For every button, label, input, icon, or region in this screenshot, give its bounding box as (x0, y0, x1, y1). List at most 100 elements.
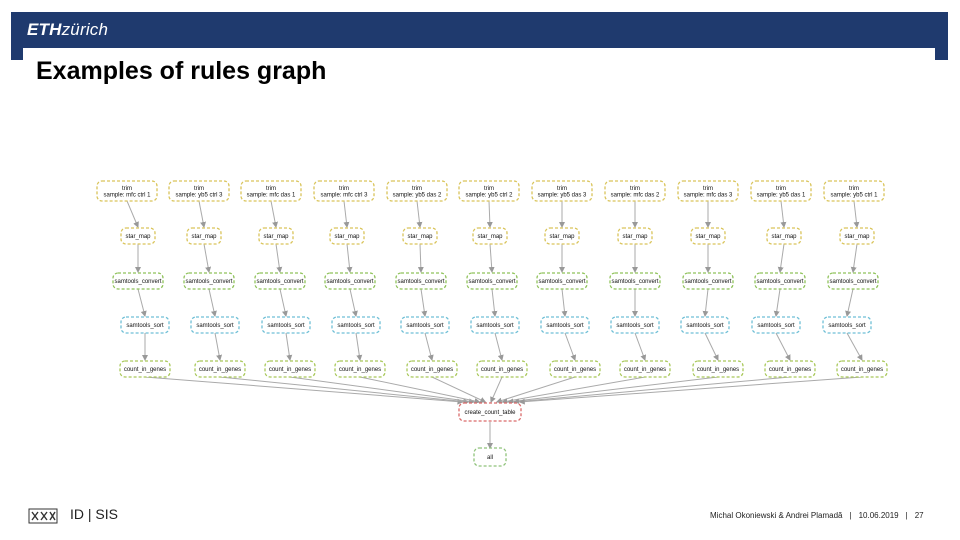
samtools-sort-node: samtools_sort (400, 316, 450, 334)
samtools-sort-node-label: samtools_sort (686, 323, 724, 329)
samtools-convert-node: samtools_convert (324, 272, 376, 290)
count-in-genes-node: count_in_genes (619, 360, 671, 378)
samtools-convert-node: samtools_convert (827, 272, 879, 290)
samtools-convert-node-label: samtools_convert (326, 279, 373, 285)
trim-node-label: trim (339, 186, 349, 192)
edge-count-create (490, 376, 503, 403)
footer-page-number: 27 (914, 511, 924, 520)
count-in-genes-node-label: count_in_genes (624, 367, 666, 373)
edge-samtools_sort (775, 332, 791, 361)
star-map-node: star_map (186, 227, 222, 245)
top-banner: ETHzürich (11, 12, 948, 48)
samtools-sort-node-box (470, 316, 520, 334)
samtools-convert-node: samtools_convert (254, 272, 306, 290)
edge-count-create (144, 376, 464, 405)
count-in-genes-node: count_in_genes (692, 360, 744, 378)
edge-count-create (359, 376, 481, 404)
edge-star_map (488, 243, 495, 273)
samtools-sort-node: samtools_sort (751, 316, 801, 334)
samtools-convert-node: samtools_convert (112, 272, 164, 290)
trim-node-label: sample: yb5 ctrl 3 (175, 192, 223, 198)
samtools-sort-node-label: samtools_sort (757, 323, 795, 329)
all-node-box (473, 447, 507, 467)
samtools-convert-node: samtools_convert (754, 272, 806, 290)
samtools-convert-node-label: samtools_convert (538, 279, 585, 285)
samtools-convert-node-label: samtools_convert (468, 279, 515, 285)
samtools-convert-node-box (112, 272, 164, 290)
samtools-sort-node: samtools_sort (120, 316, 170, 334)
edge-samtools_sort (214, 332, 223, 361)
star-map-node-label: star_map (844, 234, 870, 240)
count-in-genes-node: count_in_genes (549, 360, 601, 378)
trim-node-label: trim (776, 186, 786, 192)
all-node: all (473, 447, 507, 467)
star-map-node-label: star_map (191, 234, 217, 240)
trim-node-box (96, 180, 158, 202)
edge-trim-starmap (416, 200, 423, 228)
samtools-sort-node-label: samtools_sort (616, 323, 654, 329)
department-logo-icon (28, 508, 58, 524)
star-map-node: star_map (544, 227, 580, 245)
count-in-genes-node-box (764, 360, 816, 378)
star-map-node-box (617, 227, 653, 245)
star-map-node-label: star_map (695, 234, 721, 240)
edge-samtools_convert (491, 288, 498, 317)
samtools-sort-node: samtools_sort (540, 316, 590, 334)
samtools-sort-node-label: samtools_sort (196, 323, 234, 329)
count-in-genes-node-box (334, 360, 386, 378)
count-in-genes-node-box (476, 360, 528, 378)
edge-trim-starmap (198, 200, 207, 228)
footer-authors: Michal Okoniewski & Andrei Plamadă (710, 511, 843, 520)
trim-node-box (531, 180, 593, 202)
edge-samtools_convert (279, 288, 288, 317)
count-in-genes-node-box (119, 360, 171, 378)
star-map-node-box (544, 227, 580, 245)
samtools-convert-node-label: samtools_convert (829, 279, 876, 285)
edge-count-create (518, 376, 863, 405)
trim-node-label: trim (266, 186, 276, 192)
trim-node-box (313, 180, 375, 202)
edge-count-create (289, 376, 475, 405)
left-frame-strip (11, 48, 23, 60)
trim-node-label: trim (630, 186, 640, 192)
count-in-genes-node: count_in_genes (194, 360, 246, 378)
star-map-node-box (120, 227, 156, 245)
footer-date: 10.06.2019 (858, 511, 899, 520)
edge-samtools_convert (420, 288, 428, 317)
samtools-sort-node-box (751, 316, 801, 334)
count-in-genes-node-box (549, 360, 601, 378)
edge-trim-starmap (343, 200, 350, 228)
edge-samtools_sort (846, 332, 863, 361)
samtools-convert-node-label: samtools_convert (114, 279, 161, 285)
star-map-node-box (472, 227, 508, 245)
trim-node-box (823, 180, 885, 202)
star-map-node-label: star_map (407, 234, 433, 240)
samtools-sort-node-box (680, 316, 730, 334)
star-map-node-label: star_map (477, 234, 503, 240)
star-map-node-box (186, 227, 222, 245)
footer-info: Michal Okoniewski & Andrei Plamadă|10.06… (710, 511, 924, 520)
edge-count-create (219, 376, 470, 405)
samtools-sort-node: samtools_sort (610, 316, 660, 334)
edge-samtools_sort (634, 332, 647, 361)
samtools-sort-node: samtools_sort (331, 316, 381, 334)
samtools-sort-node: samtools_sort (190, 316, 240, 334)
trim-node-label: trim (557, 186, 567, 192)
count-in-genes-node: count_in_genes (264, 360, 316, 378)
trim-node-label: sample: yb5 das 2 (393, 192, 442, 198)
trim-node-label: sample: yb5 das 3 (538, 192, 587, 198)
samtools-convert-node-box (827, 272, 879, 290)
trim-node-label: trim (122, 186, 132, 192)
star-map-node: star_map (329, 227, 365, 245)
samtools-sort-node-box (120, 316, 170, 334)
samtools-sort-node-label: samtools_sort (406, 323, 444, 329)
edge-samtools_sort (424, 332, 434, 361)
trim-node-box (604, 180, 666, 202)
edge-trim-starmap (780, 200, 787, 228)
count-in-genes-node-label: count_in_genes (269, 367, 311, 373)
samtools-convert-node: samtools_convert (609, 272, 661, 290)
trim-node-label: sample: yb5 ctrl 2 (465, 192, 513, 198)
